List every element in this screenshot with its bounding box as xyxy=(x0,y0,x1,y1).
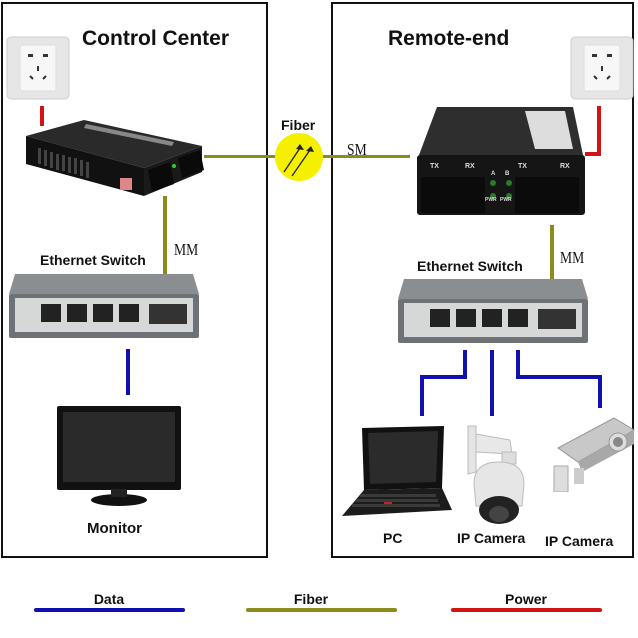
legend-line-fiber xyxy=(246,608,397,612)
legend-line-data xyxy=(34,608,185,612)
media-converter-right-icon xyxy=(417,107,585,215)
dome-camera-icon xyxy=(467,425,525,524)
data-lines-remote xyxy=(420,350,602,416)
power-line-left xyxy=(40,106,44,126)
port-label-tx2: TX xyxy=(518,163,527,170)
legend-label-data: Data xyxy=(93,591,125,607)
fiber-sm-line-left xyxy=(204,155,276,158)
remote-end-title: Remote-end xyxy=(388,27,510,50)
port-label-rx2: RX xyxy=(560,163,570,170)
power-outlet-right-icon xyxy=(570,36,634,100)
legend-label-fiber: Fiber xyxy=(293,591,329,607)
legend-line-power xyxy=(451,608,602,612)
sm-label: SM xyxy=(347,140,367,159)
monitor-label: Monitor xyxy=(87,520,142,537)
mm-label-right: MM xyxy=(560,248,585,267)
legend-label-power: Power xyxy=(504,591,547,607)
fiber-badge-icon xyxy=(275,133,323,181)
bullet-camera-icon xyxy=(553,417,635,492)
media-converter-left-icon xyxy=(26,120,204,196)
fiber-mm-line-left xyxy=(163,196,167,314)
mm-label-left: MM xyxy=(174,240,199,259)
power-line-right-h xyxy=(585,152,601,156)
ip-camera-1-label: IP Camera xyxy=(457,530,526,546)
data-line-monitor xyxy=(126,349,130,395)
port-label-tx1: TX xyxy=(430,163,439,170)
power-line-right-v xyxy=(597,106,601,156)
fiber-label: Fiber xyxy=(281,117,316,133)
pc-label: PC xyxy=(383,530,403,546)
control-center-title: Control Center xyxy=(82,27,229,50)
port-label-b: B xyxy=(505,171,510,177)
port-label-pwr1: PWR xyxy=(485,197,497,203)
power-outlet-left-icon xyxy=(6,36,70,100)
ethernet-switch-right-icon xyxy=(398,279,588,343)
fiber-sm-line-right xyxy=(322,155,410,158)
port-label-pwr2: PWR xyxy=(500,197,512,203)
monitor-icon xyxy=(57,406,181,506)
ethernet-switch-left-icon xyxy=(9,274,199,338)
ethernet-switch-left-label: Ethernet Switch xyxy=(40,252,146,268)
port-label-rx1: RX xyxy=(465,163,475,170)
fiber-mm-line-right xyxy=(550,225,554,315)
laptop-icon xyxy=(342,426,452,516)
ethernet-switch-right-label: Ethernet Switch xyxy=(417,258,523,274)
port-label-a: A xyxy=(491,171,496,177)
ip-camera-2-label: IP Camera xyxy=(545,533,614,549)
